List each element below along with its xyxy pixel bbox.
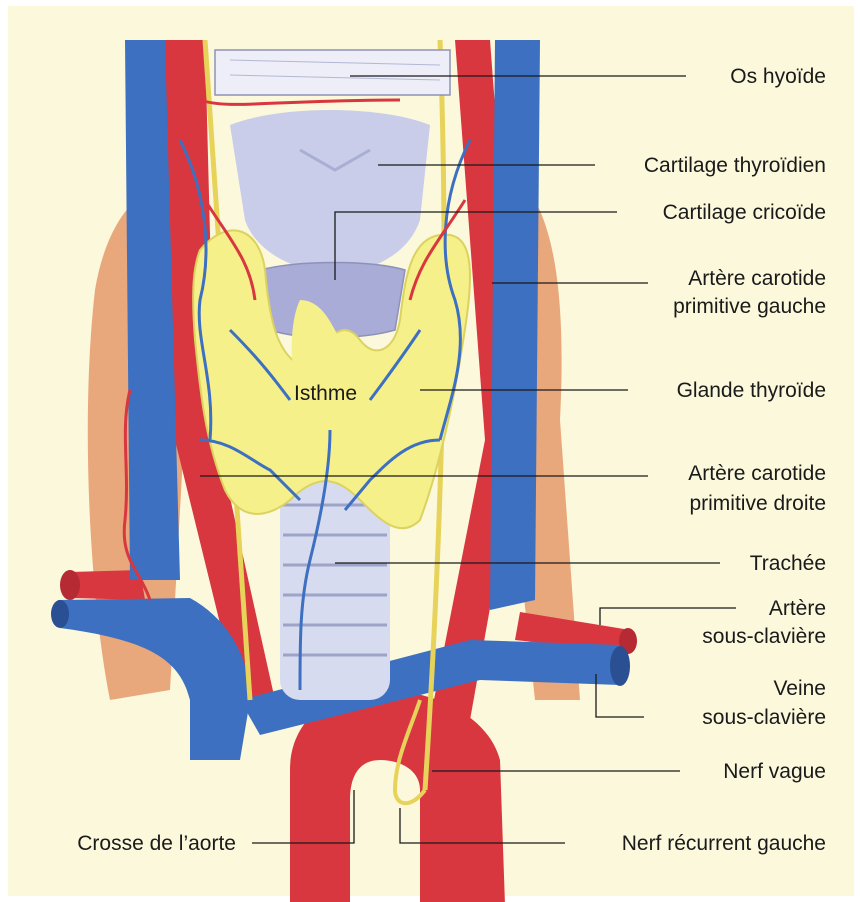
- label-carotide-droite-line2: primitive droite: [689, 492, 826, 515]
- label-nerf-vague: Nerf vague: [723, 760, 826, 783]
- label-carotide-gauche-line2: primitive gauche: [673, 295, 826, 318]
- hyoid-bone: [215, 50, 450, 95]
- label-veine-sous-claviere-line1: Veine: [773, 677, 826, 700]
- label-os-hyoide: Os hyoïde: [730, 65, 826, 88]
- label-crosse-aorte: Crosse de l’aorte: [77, 832, 236, 855]
- label-glande-thyroide: Glande thyroïde: [677, 379, 826, 402]
- label-carotide-gauche-line1: Artère carotide: [688, 267, 826, 290]
- label-cartilage-cricoide: Cartilage cricoïde: [663, 201, 826, 224]
- left-jugular-vein: [490, 40, 540, 610]
- label-artere-sous-claviere-line1: Artère: [769, 597, 826, 620]
- label-veine-sous-claviere-line2: sous-clavière: [702, 706, 826, 729]
- label-nerf-recurrent-gauche: Nerf récurrent gauche: [622, 832, 826, 855]
- label-carotide-droite-line1: Artère carotide: [688, 462, 826, 485]
- label-isthme: Isthme: [294, 382, 357, 405]
- label-cartilage-thyroidien: Cartilage thyroïdien: [644, 154, 826, 177]
- label-trachee: Trachée: [750, 552, 826, 575]
- label-artere-sous-claviere-line2: sous-clavière: [702, 625, 826, 648]
